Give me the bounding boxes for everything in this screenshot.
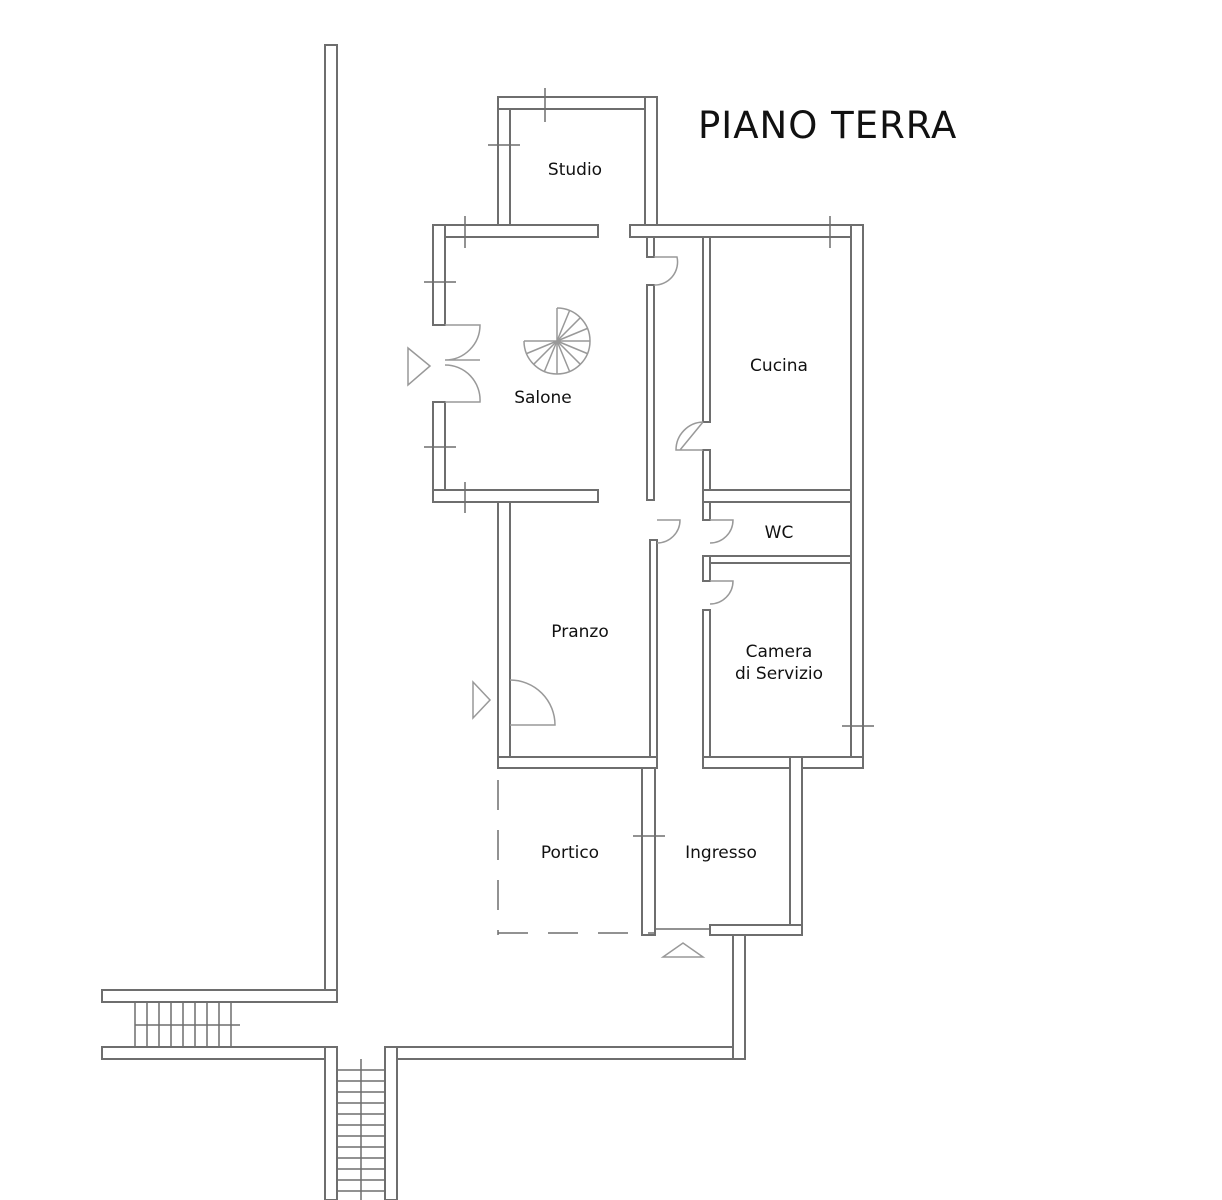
- room-label-portico: Portico: [541, 843, 599, 863]
- room-label-camera-line2: di Servizio: [735, 664, 823, 684]
- room-label-camera: Camera: [746, 642, 813, 662]
- room-label-wc: WC: [765, 523, 794, 543]
- plan-title: PIANO TERRA: [698, 104, 957, 147]
- windows: [424, 88, 874, 837]
- room-label-studio: Studio: [548, 160, 602, 180]
- stairs-bottom: [337, 1059, 385, 1200]
- room-label-ingresso: Ingresso: [685, 843, 757, 863]
- doors: [407, 256, 734, 958]
- room-label-pranzo: Pranzo: [551, 622, 608, 642]
- building-walls: [432, 96, 864, 936]
- room-label-cucina: Cucina: [750, 356, 808, 376]
- room-label-salone: Salone: [514, 388, 572, 408]
- spiral-staircase-icon: [523, 307, 591, 375]
- stairs-left: [134, 1002, 240, 1047]
- site-walls: [101, 44, 746, 1200]
